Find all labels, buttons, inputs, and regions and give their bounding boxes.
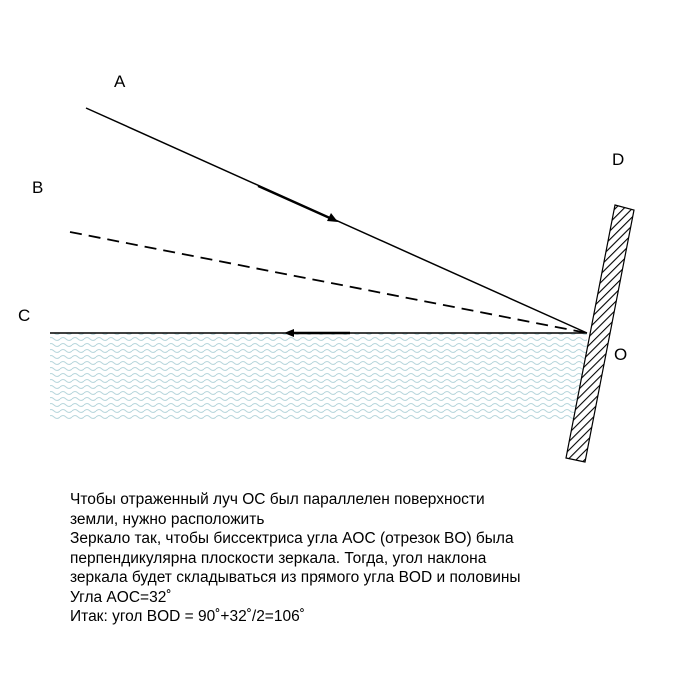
explanation-line: Угла AOC=32˚ bbox=[70, 588, 172, 606]
explanation-line: Итак: угол BOD = 90˚+32˚/2=106˚ bbox=[70, 608, 305, 625]
explanation-line: Зеркало так, чтобы биссектриса угла AOC … bbox=[70, 530, 514, 547]
mirror bbox=[565, 204, 635, 463]
explanation-line: земли, нужно расположить bbox=[70, 510, 265, 528]
bisector-BO bbox=[69, 231, 588, 334]
label-B: B bbox=[32, 178, 43, 197]
label-O: O bbox=[614, 345, 627, 364]
explanation-text: Чтобы отраженный луч OC был параллелен п… bbox=[70, 490, 630, 627]
water-surface bbox=[50, 333, 587, 421]
ray-AO-arrow-shaft bbox=[257, 184, 335, 222]
explanation-line: перпендикулярна плоскости зеркала. Тогда… bbox=[70, 549, 487, 567]
explanation-line: зеркала будет складываться из прямого уг… bbox=[70, 569, 521, 586]
label-D: D bbox=[612, 150, 624, 169]
ray-OC-arrowhead bbox=[284, 329, 294, 337]
ray-AO-arrowhead bbox=[327, 213, 338, 222]
explanation-line: Чтобы отраженный луч OC был параллелен п… bbox=[70, 491, 485, 508]
label-C: C bbox=[18, 306, 30, 325]
label-A: A bbox=[114, 72, 126, 91]
